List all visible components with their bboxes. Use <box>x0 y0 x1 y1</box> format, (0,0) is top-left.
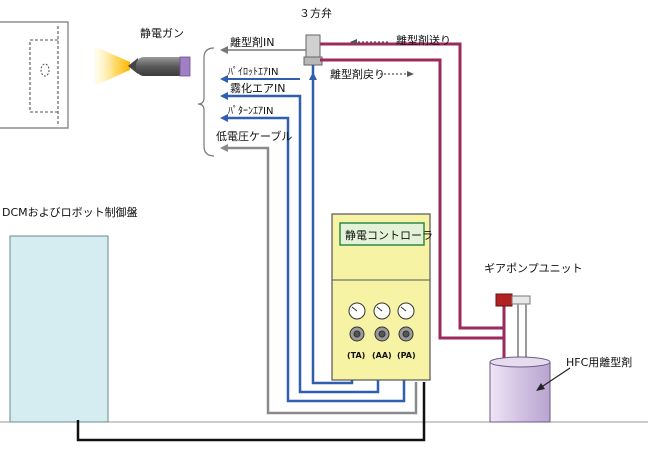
three-way-valve <box>303 34 323 66</box>
pattern-air-label: ﾊﾟﾀｰﾝｴｱIN <box>228 105 273 117</box>
regulator-knobs <box>349 326 414 342</box>
pilot-air-branch-arrow <box>220 75 228 83</box>
gauge-pa-label: (PA) <box>397 351 416 360</box>
low-voltage-cable-line <box>228 146 418 415</box>
controller-title-box <box>339 222 425 246</box>
release-feed-arrow <box>350 39 388 45</box>
gauge-ta-label: (TA) <box>347 351 365 360</box>
pilot-air-label: ﾊﾟｲﾛｯﾄｴｱIN <box>228 66 278 78</box>
release-return-arrow <box>380 71 414 77</box>
hfc-tank-label: HFC用離型剤 <box>566 355 632 369</box>
atomize-air-label: 霧化エアIN <box>230 81 285 95</box>
spray-cone <box>94 46 130 86</box>
hfc-tank-pointer <box>536 367 571 391</box>
gun-label: 静電ガン <box>140 26 184 40</box>
hfc-release-agent-tank <box>489 356 551 423</box>
gear-pump-unit <box>495 293 531 362</box>
pattern-air-arrow <box>220 114 228 122</box>
release-return-label: 離型剤戻り <box>330 67 385 81</box>
release-return-line <box>320 58 504 340</box>
release-feed-label: 離型剤送り <box>396 33 451 47</box>
electrostatic-controller <box>331 213 431 381</box>
hose-brace <box>197 47 215 157</box>
die-mold <box>0 21 69 129</box>
control-signal-cable <box>76 382 426 442</box>
low-voltage-cable-arrow <box>220 144 228 152</box>
dcm-control-panel <box>9 235 109 423</box>
pressure-gauges <box>348 302 415 320</box>
atomize-air-arrow <box>220 92 228 100</box>
controller-label: 静電コントローラ <box>345 228 433 242</box>
release-in-label: 離型剤IN <box>230 35 274 49</box>
valve-label: ３方弁 <box>299 6 332 20</box>
release-feed-line <box>320 42 504 330</box>
release-in-arrow <box>220 46 306 54</box>
gear-pump-label: ギアポンプユニット <box>484 262 583 275</box>
gauge-aa-label: (AA) <box>372 351 392 360</box>
atomize-air-line <box>228 94 380 394</box>
dcm-panel-label: DCMおよびロボット制御盤 <box>2 205 138 219</box>
pilot-air-arrow <box>309 72 317 80</box>
low-voltage-cable-label: 低電圧ケーブル <box>216 129 292 143</box>
electrostatic-gun <box>128 56 191 77</box>
pattern-air-line <box>228 116 406 403</box>
